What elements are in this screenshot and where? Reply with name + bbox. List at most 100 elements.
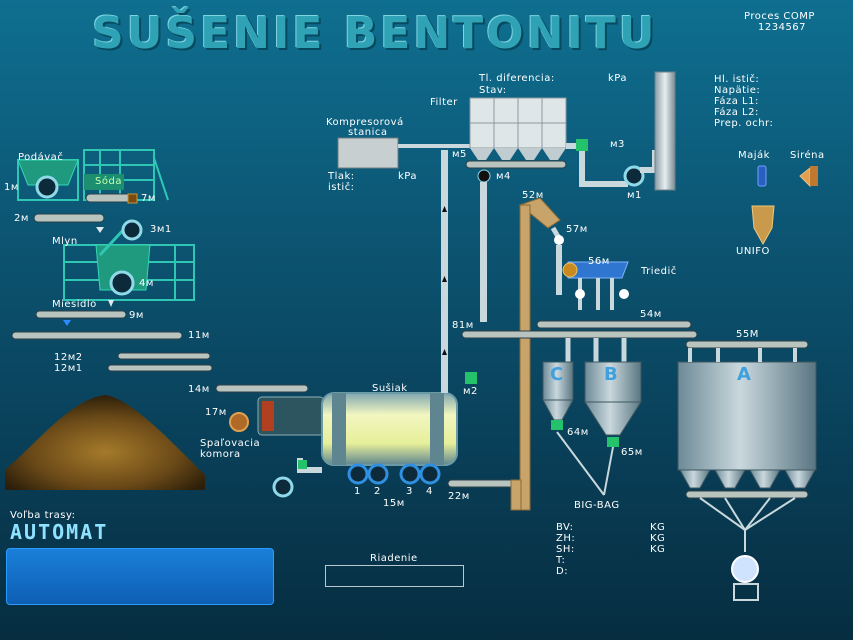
phase-l2-label: Fáza L2: — [714, 107, 759, 118]
compressor-pressure-label: Tlak: — [328, 171, 355, 182]
conveyor-m4[interactable] — [465, 160, 567, 169]
motor-4m-label: 4м — [139, 278, 154, 289]
siren-label: Siréna — [790, 150, 825, 161]
page-title: SUŠENIE BENTONITU — [92, 8, 658, 59]
combustion-label-2: komora — [200, 449, 241, 460]
feeder-label: Podávač — [18, 152, 64, 163]
conveyor-81m-label: 81м — [452, 320, 474, 331]
process-comp-value: 1234567 — [758, 22, 807, 33]
conveyor-12m2[interactable] — [117, 352, 211, 360]
damper-m2-icon[interactable] — [465, 372, 477, 384]
weight-zh-label: ZH: — [556, 533, 576, 544]
silo-c-label: C — [550, 364, 564, 385]
motor-9m-label: 9м — [129, 310, 144, 321]
conveyor-11m[interactable] — [11, 331, 183, 340]
route-value: AUTOMAT — [10, 520, 109, 544]
valve-64m-label: 64м — [567, 427, 589, 438]
loading-head-icon[interactable] — [731, 555, 759, 583]
feeder-motor-icon[interactable] — [35, 175, 59, 199]
conveyor-54m[interactable] — [536, 320, 692, 329]
exhaust-fan-icon[interactable] — [272, 476, 294, 498]
weight-sh-unit: KG — [650, 544, 666, 555]
dryer-motor-15m-label: 15м — [383, 498, 405, 509]
down-arrow-icon — [108, 300, 114, 307]
motor-3m1-label: 3м1 — [150, 224, 172, 235]
compressor-station[interactable] — [337, 137, 399, 169]
control-box[interactable] — [325, 565, 464, 587]
motor-m1-label: м1 — [627, 190, 642, 201]
silo-b-label: B — [604, 364, 619, 385]
weight-sh-label: SH: — [556, 544, 575, 555]
conveyor-81m[interactable] — [461, 330, 698, 339]
filter-diff-label: Tl. diferencia: — [479, 73, 555, 84]
burner-fan-17m-icon[interactable] — [229, 412, 249, 432]
control-label: Riadenie — [370, 553, 418, 564]
compressor-label-1: Kompresorová — [326, 117, 404, 128]
motor-12m2-label: 12м2 — [54, 352, 83, 363]
mill-motor-3m1-icon[interactable] — [121, 219, 143, 241]
conveyor-22m[interactable] — [447, 479, 519, 488]
mill-motor-4m-icon[interactable] — [109, 270, 135, 296]
fan-1-icon[interactable] — [347, 463, 369, 485]
soda-label: Sóda — [95, 176, 122, 187]
conveyor-54m-label: 54м — [640, 309, 662, 320]
process-comp-label: Proces COMP — [744, 11, 815, 22]
silo-c[interactable] — [542, 361, 574, 421]
siren-icon[interactable] — [799, 166, 811, 188]
fan-2-icon[interactable] — [367, 463, 389, 485]
bucket-elevator-52m[interactable] — [519, 204, 531, 511]
valve-64m-icon[interactable] — [551, 420, 563, 430]
sorter-56m-label: 56м — [588, 256, 610, 267]
motor-57m-label: 57м — [566, 224, 588, 235]
bag-filter[interactable] — [469, 97, 567, 160]
fan-4-icon[interactable] — [419, 463, 441, 485]
motor-m5-label: м5 — [452, 149, 467, 160]
motor-m4-label: м4 — [496, 171, 511, 182]
motor-17m-label: 17м — [205, 407, 227, 418]
motor-m3-label: м3 — [610, 139, 625, 150]
beacon-icon[interactable] — [757, 165, 767, 187]
silo-a[interactable] — [677, 348, 817, 489]
conveyor-55m-label: 55М — [736, 329, 759, 340]
conveyor-silo-a-out[interactable] — [685, 490, 809, 499]
motor-11m-label: 11м — [188, 330, 210, 341]
motor-1m-label: 1м — [4, 182, 19, 193]
burner-flame — [262, 401, 274, 431]
conveyor-9m[interactable] — [35, 310, 127, 319]
silo-b[interactable] — [584, 361, 642, 436]
compressor-label-2: stanica — [348, 127, 388, 138]
damper-m3-icon[interactable] — [576, 139, 588, 151]
compressor-pressure-unit: kPa — [398, 171, 417, 182]
filter-diff-unit: kPa — [608, 73, 627, 84]
unifo-icon[interactable] — [751, 205, 775, 246]
motor-14m-label: 14м — [188, 384, 210, 395]
route-label: Voľba trasy: — [10, 510, 76, 521]
conveyor-55m[interactable] — [685, 340, 809, 349]
conveyor-14m[interactable] — [215, 384, 309, 393]
dryer-drum[interactable] — [321, 392, 458, 466]
rotary-valve-icon[interactable] — [477, 169, 491, 183]
valve-65m-icon[interactable] — [607, 437, 619, 447]
sorter-label: Triedič — [641, 266, 677, 277]
compressor-breaker-label: istič: — [328, 182, 355, 193]
dryer-fans — [347, 463, 441, 485]
fan-m1-icon[interactable] — [623, 165, 645, 187]
bentonite-pile — [5, 395, 205, 490]
damper-valve-icon[interactable] — [298, 460, 307, 469]
mixer-marker-icon — [63, 320, 71, 326]
fan-3-icon[interactable] — [399, 463, 421, 485]
motor-m2-label: м2 — [463, 386, 478, 397]
filter-label: Filter — [430, 97, 458, 108]
conveyor-12m1[interactable] — [107, 364, 213, 372]
motor-22m-label: 22м — [448, 491, 470, 502]
beacon-label: Maják — [738, 150, 770, 161]
weight-bv-unit: KG — [650, 522, 666, 533]
voltage-label: Napätie: — [714, 85, 761, 96]
conveyor-2m[interactable] — [33, 213, 105, 223]
route-panel[interactable] — [6, 548, 274, 605]
weight-d-label: D: — [556, 566, 569, 577]
conveyor-7m[interactable] — [85, 193, 135, 203]
soda-valve-icon[interactable] — [127, 193, 138, 204]
filter-state-label: Stav: — [479, 85, 507, 96]
dryer-label: Sušiak — [372, 383, 408, 394]
